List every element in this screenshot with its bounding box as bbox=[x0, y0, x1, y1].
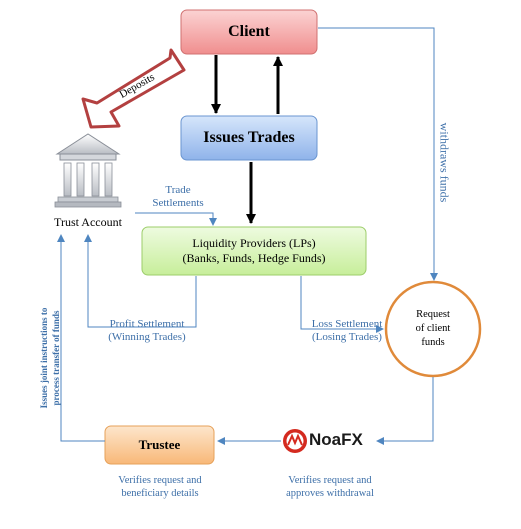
profit-settlement-line-2: (Winning Trades) bbox=[108, 331, 186, 343]
client-box bbox=[180, 9, 318, 55]
profit-settlement-line-1: Profit Settlement bbox=[109, 318, 185, 330]
issues-trades-box bbox=[180, 115, 318, 161]
withdraw-connector bbox=[318, 27, 438, 281]
lp-line-1: Liquidity Providers (LPs) bbox=[192, 236, 316, 250]
client-label: Client bbox=[228, 23, 270, 40]
noafx-verify-label: Verifies request and approves withdrawal bbox=[270, 474, 390, 500]
liquidity-providers-label: Liquidity Providers (LPs) (Banks, Funds,… bbox=[142, 227, 366, 275]
noafx-verify-line-1: Verifies request and bbox=[288, 475, 372, 486]
request-line-1: Request bbox=[416, 309, 450, 320]
noafx-logo-icon bbox=[283, 429, 307, 453]
trustee-verify-label: Verifies request and beneficiary details bbox=[100, 474, 220, 500]
trade-settlement-connector bbox=[135, 212, 217, 226]
joint-instructions-line-1: Issues joint instructions to bbox=[39, 307, 49, 409]
trustee-verify-line-1: Verifies request and bbox=[118, 475, 202, 486]
withdraws-funds-label: withdraws funds bbox=[437, 122, 452, 203]
noafx-logo-text: NoaFX bbox=[309, 430, 363, 449]
trust-account-label: Trust Account bbox=[54, 214, 122, 229]
noafx-verify-line-2: approves withdrawal bbox=[286, 488, 374, 499]
request-circle bbox=[384, 280, 482, 378]
loss-settlement-label: Loss Settlement (Losing Trades) bbox=[299, 318, 395, 344]
bank-building-icon bbox=[54, 133, 122, 208]
request-line-3: funds bbox=[421, 337, 445, 348]
loss-settlement-line-2: (Losing Trades) bbox=[312, 331, 382, 343]
request-label: Request of client funds bbox=[393, 300, 473, 358]
joint-instructions-line-2: process transfer of funds bbox=[51, 310, 61, 406]
trustee-label: Trustee bbox=[138, 437, 181, 452]
trade-settlements-line-1: Trade bbox=[165, 184, 191, 196]
trade-settlements-line-2: Settlements bbox=[152, 197, 204, 209]
profit-settlement-connector bbox=[84, 234, 197, 328]
trustee-verify-line-2: beneficiary details bbox=[121, 488, 199, 499]
trustee-box bbox=[104, 425, 215, 465]
issues-trades-label: Issues Trades bbox=[203, 129, 295, 146]
deposits-arrow bbox=[81, 48, 186, 129]
trustee-to-trust-account-connector bbox=[57, 234, 105, 442]
liquidity-providers-box bbox=[141, 226, 367, 276]
joint-instructions-label: Issues joint instructions to process tra… bbox=[38, 278, 62, 438]
request-to-noafx-connector bbox=[376, 377, 434, 445]
lp-line-2: (Banks, Funds, Hedge Funds) bbox=[182, 251, 326, 265]
request-line-2: of client bbox=[415, 323, 451, 334]
trade-settlements-label: Trade Settlements bbox=[138, 184, 218, 210]
loss-settlement-connector bbox=[300, 276, 384, 333]
loss-settlement-line-1: Loss Settlement bbox=[311, 318, 383, 330]
profit-settlement-label: Profit Settlement (Winning Trades) bbox=[92, 318, 202, 344]
